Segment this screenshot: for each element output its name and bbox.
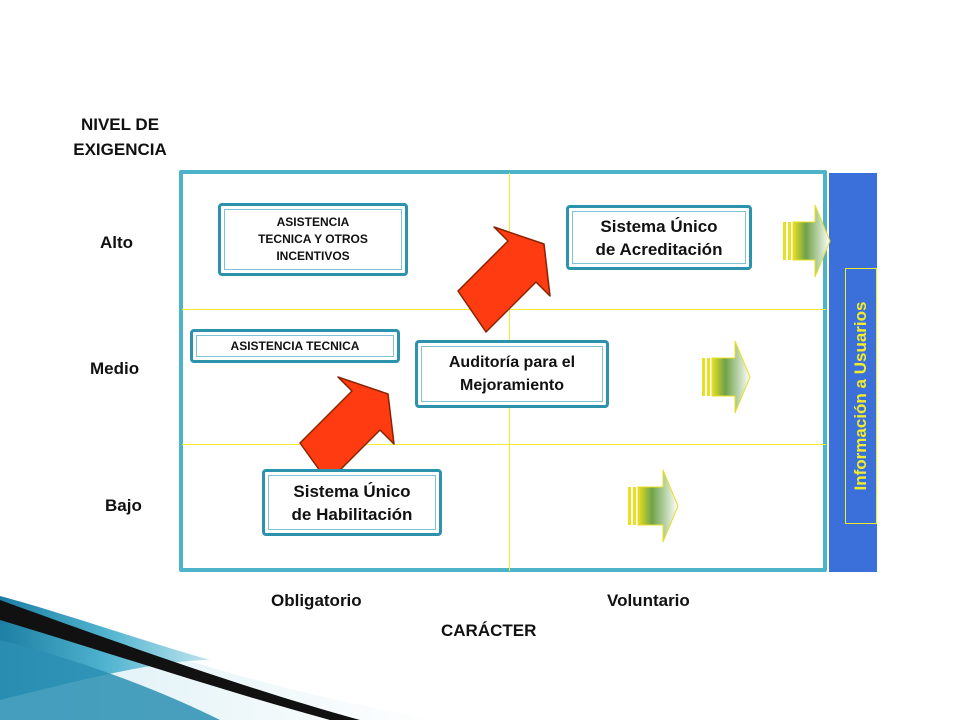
side-panel <box>829 173 877 572</box>
x-category-voluntario: Voluntario <box>607 591 690 610</box>
y-level-bajo: Bajo <box>105 496 142 515</box>
x-axis-title: CARÁCTER <box>441 621 537 640</box>
y-axis-title: NIVEL DE EXIGENCIA <box>73 115 167 159</box>
x-category-obligatorio: Obligatorio <box>271 591 362 610</box>
y-level-medio: Medio <box>90 359 140 378</box>
box-sistema-habilitacion: Sistema Único de Habilitación <box>262 469 442 536</box>
arrow-right-icon <box>702 340 751 414</box>
arrow-right-icon <box>783 204 831 278</box>
y-level-alto: Alto <box>100 233 134 252</box>
box-asistencia-tecnica: ASISTENCIA TECNICA <box>190 329 400 363</box>
side-panel-frame <box>845 268 877 524</box>
box-auditoria: Auditoría para el Mejoramiento <box>415 340 609 408</box>
arrow-diagonal-upper-icon <box>457 226 551 333</box>
arrow-right-icon <box>628 469 679 543</box>
grid-horizontal-divider-bottom <box>182 444 826 445</box>
